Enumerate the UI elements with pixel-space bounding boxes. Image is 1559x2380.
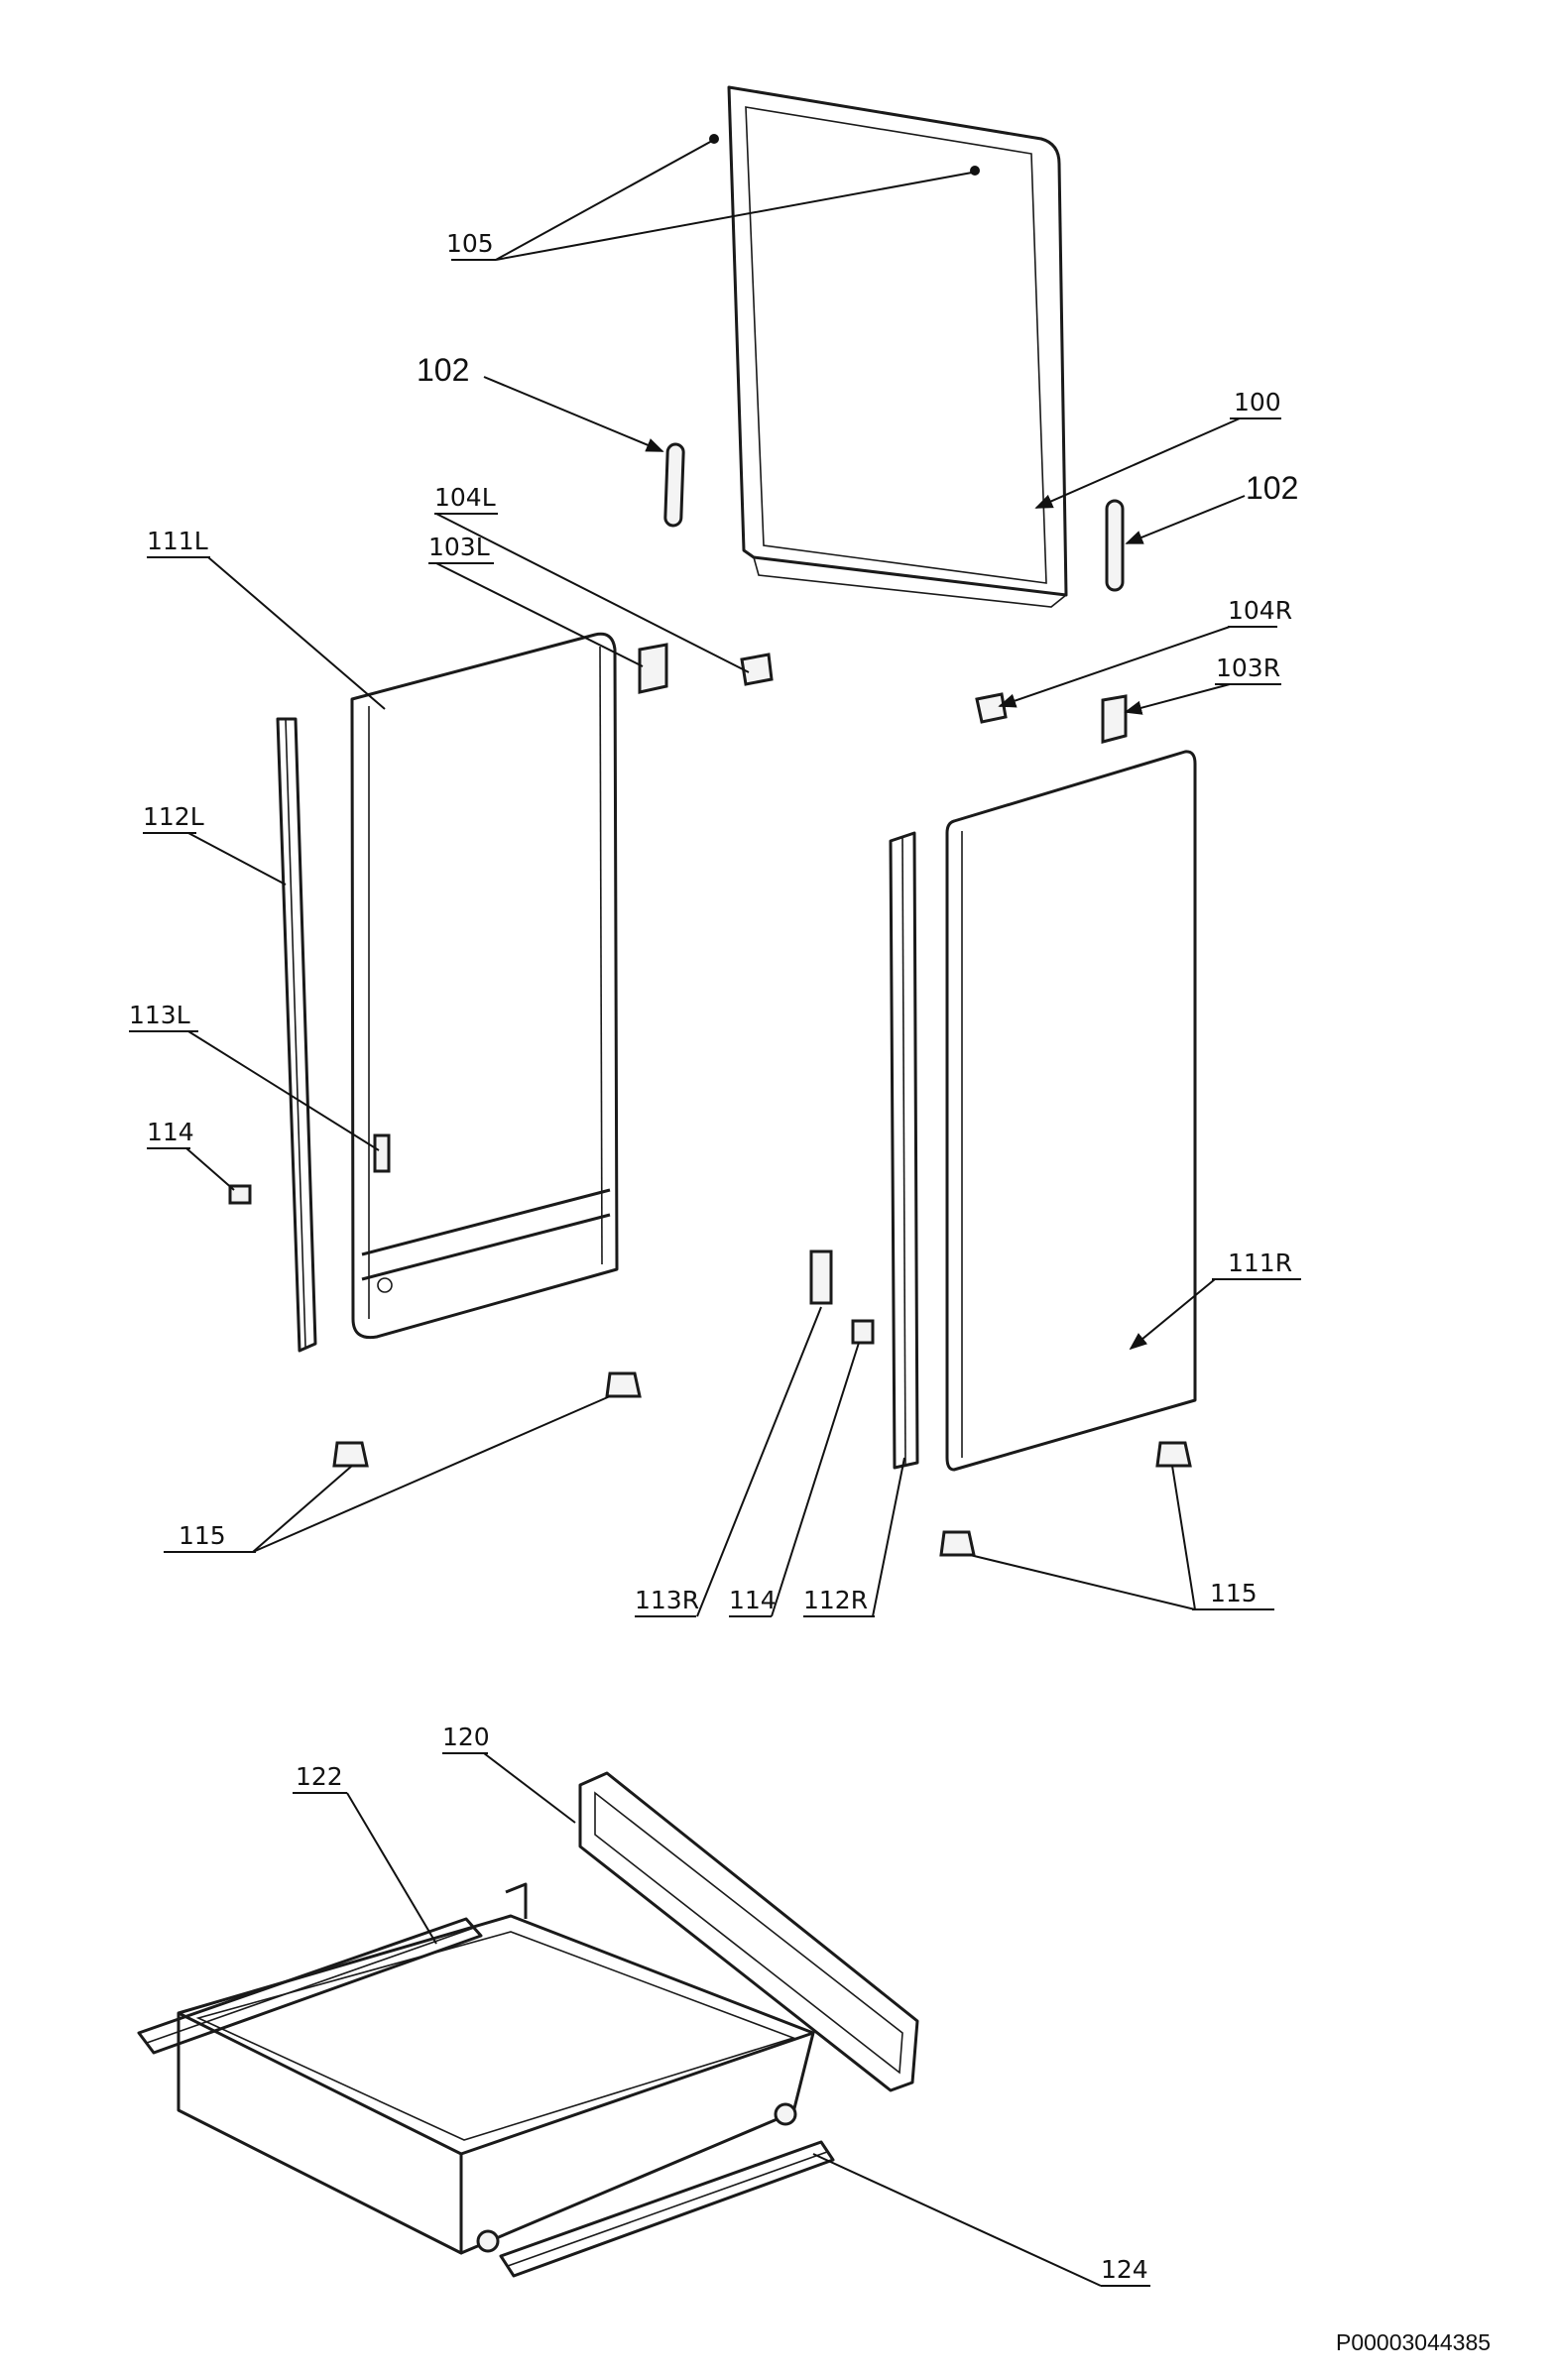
label-122: 122 (296, 1762, 343, 1791)
hinge-part-104R (975, 692, 1008, 724)
hinge-part-104L (740, 653, 774, 686)
label-111L: 111L (147, 527, 208, 555)
base-tray-part-122 (177, 1882, 815, 2255)
label-115-right: 115 (1210, 1579, 1258, 1607)
label-124: 124 (1101, 2255, 1148, 2284)
label-114-left: 114 (147, 1118, 194, 1146)
label-114-right: 114 (729, 1586, 777, 1614)
clip-part-114-left (228, 1184, 252, 1205)
left-side-panel-part-111L (350, 632, 619, 1340)
left-rail-part-112L (276, 717, 317, 1353)
runner-part-124-right (499, 2140, 835, 2278)
drawing-code: P00003044385 (1336, 2329, 1491, 2355)
hinge-part-103L (638, 643, 668, 694)
foot-part-115 (332, 1371, 1192, 1557)
strip-part-102-left (663, 442, 685, 528)
label-113L: 113L (129, 1001, 190, 1029)
label-102-left: 102 (417, 352, 469, 388)
label-115-left: 115 (179, 1521, 226, 1550)
right-latch-part-113R (809, 1250, 833, 1305)
top-frame-part-100 (727, 85, 1068, 608)
label-120: 120 (442, 1723, 490, 1751)
label-112R: 112R (803, 1586, 868, 1614)
label-102-right: 102 (1246, 470, 1298, 506)
runner-part-124-left (137, 1917, 483, 2055)
label-103R: 103R (1216, 654, 1280, 682)
label-112L: 112L (143, 802, 204, 831)
label-100: 100 (1234, 388, 1281, 416)
leader-lines (185, 140, 1246, 2287)
left-latch-part-113L (373, 1133, 391, 1173)
label-111R: 111R (1228, 1249, 1292, 1277)
strip-part-102-right (1105, 499, 1125, 592)
label-103L: 103L (428, 533, 490, 561)
label-104R: 104R (1228, 596, 1292, 625)
label-underlines (129, 259, 1301, 2287)
label-104L: 104L (434, 483, 496, 512)
right-rail-part-112R (889, 831, 919, 1470)
clip-part-114-right (851, 1319, 875, 1345)
back-panel-part-120 (578, 1771, 919, 2092)
hinge-part-103R (1101, 694, 1128, 744)
label-113R: 113R (635, 1586, 699, 1614)
right-side-panel-part-111R (945, 750, 1197, 1472)
label-105: 105 (446, 229, 494, 258)
screw-part-105 (709, 134, 980, 176)
